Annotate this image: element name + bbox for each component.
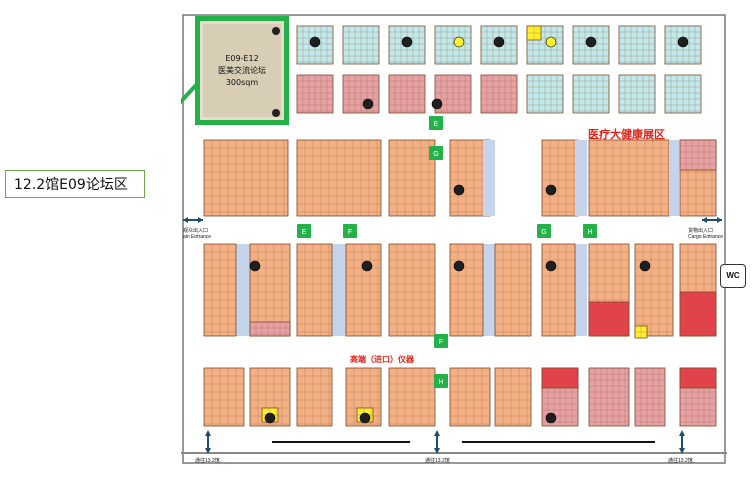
passage-arrow-head	[679, 448, 685, 454]
entrance-arrow-head	[702, 217, 707, 223]
pillar-icon	[585, 36, 597, 48]
aisle-sign-label: F	[348, 229, 352, 236]
aisle-strip	[236, 244, 250, 336]
callout-label: 12.2馆E09论坛区	[14, 177, 128, 193]
booth-large	[494, 367, 532, 427]
passage-label: 通往13.2馆	[195, 458, 220, 464]
passage-label: 通往13.2馆	[668, 458, 693, 464]
aisle-strip	[332, 244, 346, 336]
pillar-icon	[359, 412, 371, 424]
booth-large	[296, 367, 333, 427]
passage-arrow-head	[434, 448, 440, 454]
pillar-icon	[493, 36, 505, 48]
aisle-sign	[537, 224, 551, 238]
aisle-strip	[669, 140, 679, 216]
pillar-icon	[309, 36, 321, 48]
aisle-sign	[434, 374, 448, 388]
pillar-icon	[361, 260, 373, 272]
aisle-sign-label: H	[587, 229, 592, 236]
entrance-arrow-head	[183, 217, 188, 223]
aisle-sign	[429, 146, 443, 160]
booth-large	[541, 139, 579, 217]
pillar-icon	[362, 98, 374, 110]
aisle-sign	[297, 224, 311, 238]
booth-pink	[634, 367, 666, 427]
forum-size: 300sqm	[225, 77, 259, 87]
entrance-right-cn: 货物出入口	[688, 228, 714, 234]
arrow-shaft	[181, 82, 199, 105]
booth-large	[541, 243, 576, 337]
aisle-sign-label: G	[433, 151, 438, 158]
aisle-strip	[575, 140, 587, 216]
booth-large	[388, 243, 436, 337]
pillar-icon	[639, 260, 651, 272]
booth-large	[296, 139, 382, 217]
booth-large	[345, 243, 382, 337]
booth-large	[449, 367, 491, 427]
aisle-strip	[483, 140, 495, 216]
aisle-sign-label: G	[541, 229, 546, 236]
pillar-icon	[545, 36, 557, 48]
entrance-arrow-head	[198, 217, 203, 223]
wc-sign: WC	[720, 264, 746, 288]
booth-large	[634, 243, 674, 337]
callout-box: 12.2馆E09论坛区	[5, 170, 145, 198]
booth-large	[249, 243, 291, 337]
pillar-icon	[677, 36, 689, 48]
floor-plan-svg: E G E F G H F H	[181, 14, 727, 464]
passage-label: 通往13.2馆	[425, 458, 450, 464]
aisle-sign-label: E	[434, 121, 439, 128]
pillar-icon	[453, 36, 465, 48]
aisle-strip	[575, 244, 587, 336]
floor-plan: E G E F G H F H	[181, 13, 727, 468]
entrance-left-cn: 观众出入口	[183, 228, 209, 234]
aisle-sign	[429, 116, 443, 130]
forum-code: E09-E12	[225, 53, 259, 63]
aisle-sign-label: H	[438, 379, 443, 386]
booth-large	[388, 367, 436, 427]
pillar-icon	[272, 109, 280, 117]
pillar-icon	[401, 36, 413, 48]
pillar-icon	[545, 260, 557, 272]
pillar-icon	[431, 98, 443, 110]
zone-label-high-end: 高端（进口）仪器	[350, 355, 414, 364]
booth-pink	[588, 367, 630, 427]
booth-large	[296, 243, 333, 337]
forum-name: 医美交流论坛	[218, 65, 266, 75]
entrance-arrow-head	[717, 217, 722, 223]
booth-large	[494, 243, 532, 337]
aisle-strip	[483, 244, 495, 336]
booth-large	[449, 243, 484, 337]
entrance-right-en: Cargo Entrance	[688, 234, 724, 240]
forum-booth-e09[interactable]: E09-E12 医美交流论坛 300sqm	[195, 16, 289, 125]
zone-label-medical: 医疗大健康展区	[588, 128, 665, 141]
booth-large	[203, 139, 289, 217]
pillar-icon	[545, 184, 557, 196]
hall-bottom-wall	[181, 452, 727, 454]
passage-arrow-head	[205, 448, 211, 454]
passage-arrow-head	[205, 430, 211, 436]
aisle-sign	[583, 224, 597, 238]
aisle-sign	[434, 334, 448, 348]
aisle-sign-label: E	[302, 229, 307, 236]
pillar-icon	[272, 27, 280, 35]
booth-red	[588, 301, 630, 337]
aisle-sign	[343, 224, 357, 238]
entrance-left-en: ain Entrance	[183, 234, 212, 240]
aisle-sign-label: F	[439, 339, 443, 346]
pillar-icon	[545, 412, 557, 424]
booth-large	[203, 367, 245, 427]
passage-arrow-head	[679, 430, 685, 436]
booth-large	[388, 139, 436, 217]
pillar-icon	[453, 260, 465, 272]
pillar-icon	[249, 260, 261, 272]
pillar-icon	[453, 184, 465, 196]
pillar-icon	[264, 412, 276, 424]
passage-arrow-head	[434, 430, 440, 436]
